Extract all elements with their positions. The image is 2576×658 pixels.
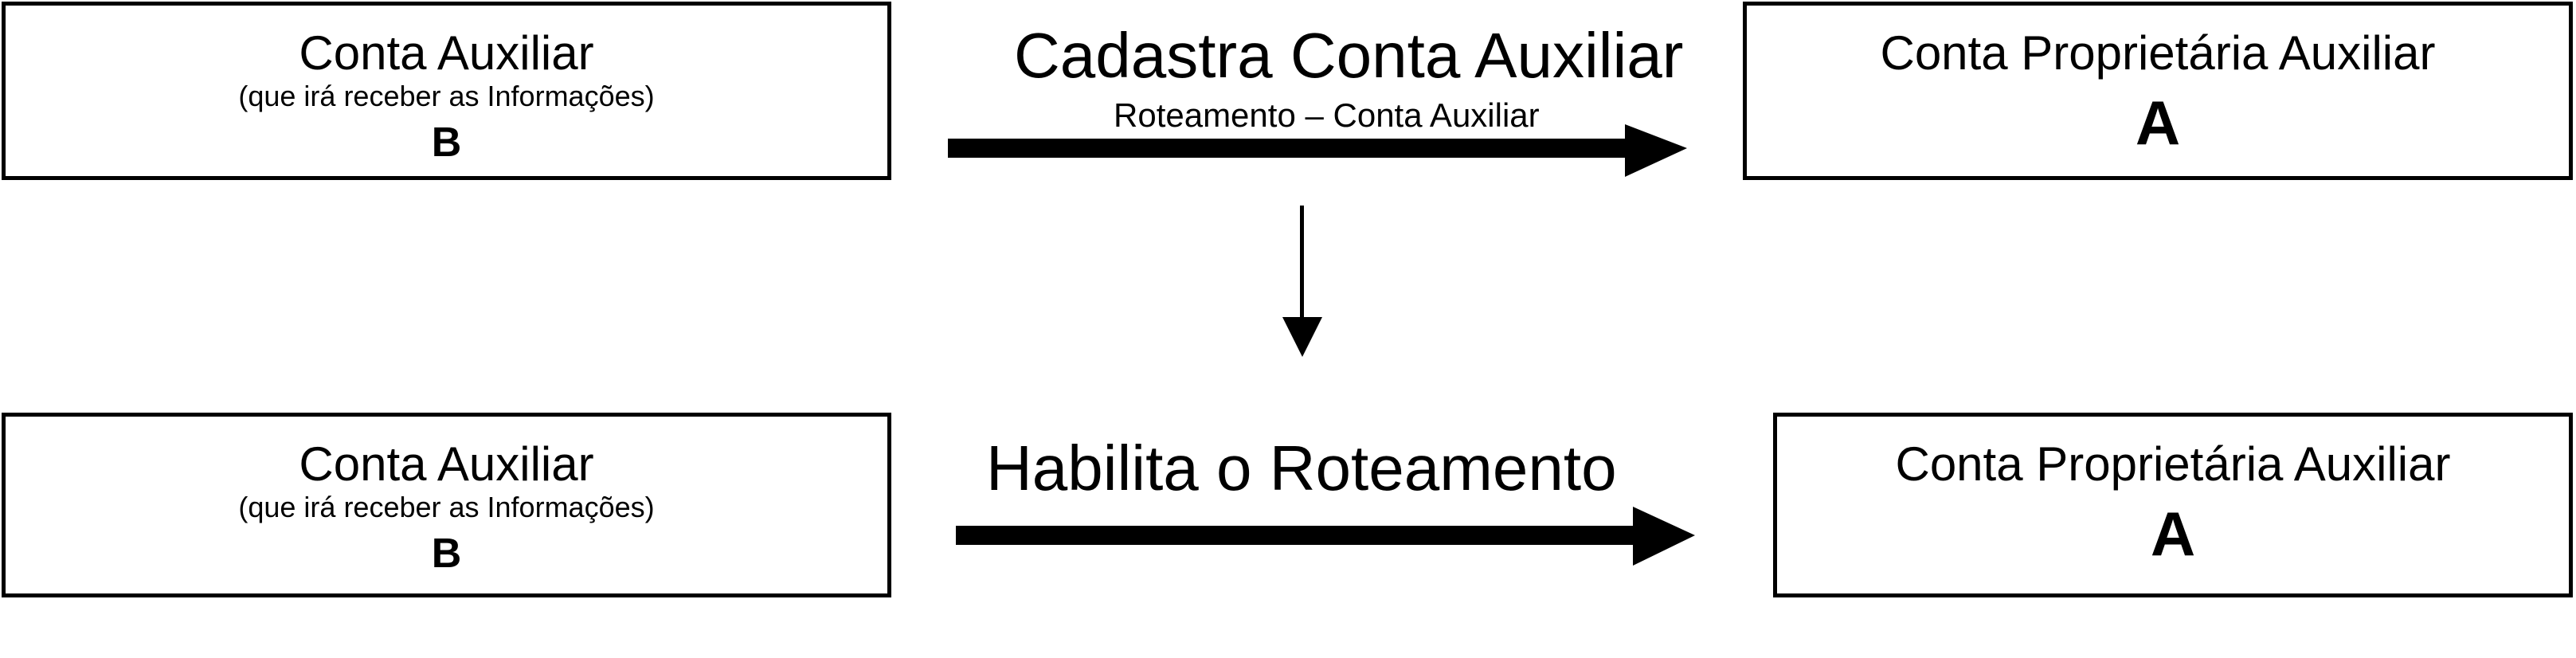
bottom-owner-account-box: Conta Proprietária Auxiliar A [1773,413,2573,597]
top-auxiliary-account-letter: B [431,119,462,166]
bottom-auxiliary-account-box: Conta Auxiliar (que irá receber as Infor… [2,413,891,597]
top-owner-account-box: Conta Proprietária Auxiliar A [1743,2,2573,180]
top-horizontal-arrow [948,124,1687,177]
top-owner-account-title: Conta Proprietária Auxiliar [1880,26,2436,80]
down-arrow [1282,206,1322,357]
bottom-auxiliary-account-title: Conta Auxiliar [299,437,594,491]
top-auxiliary-account-box: Conta Auxiliar (que irá receber as Infor… [2,2,891,180]
top-arrow-sublabel: Roteamento – Conta Auxiliar [1114,96,1540,134]
bottom-horizontal-arrow [956,507,1695,566]
top-auxiliary-account-subtitle: (que irá receber as Informações) [238,80,655,112]
bottom-auxiliary-account-subtitle: (que irá receber as Informações) [238,491,655,523]
top-auxiliary-account-title: Conta Auxiliar [299,26,594,80]
bottom-owner-account-title: Conta Proprietária Auxiliar [1895,437,2451,491]
bottom-auxiliary-account-letter: B [431,531,462,577]
bottom-arrow-label: Habilita o Roteamento [986,433,1617,503]
bottom-owner-account-letter: A [2150,499,2196,569]
top-owner-account-letter: A [2135,88,2181,158]
top-arrow-label: Cadastra Conta Auxiliar [1014,20,1684,91]
